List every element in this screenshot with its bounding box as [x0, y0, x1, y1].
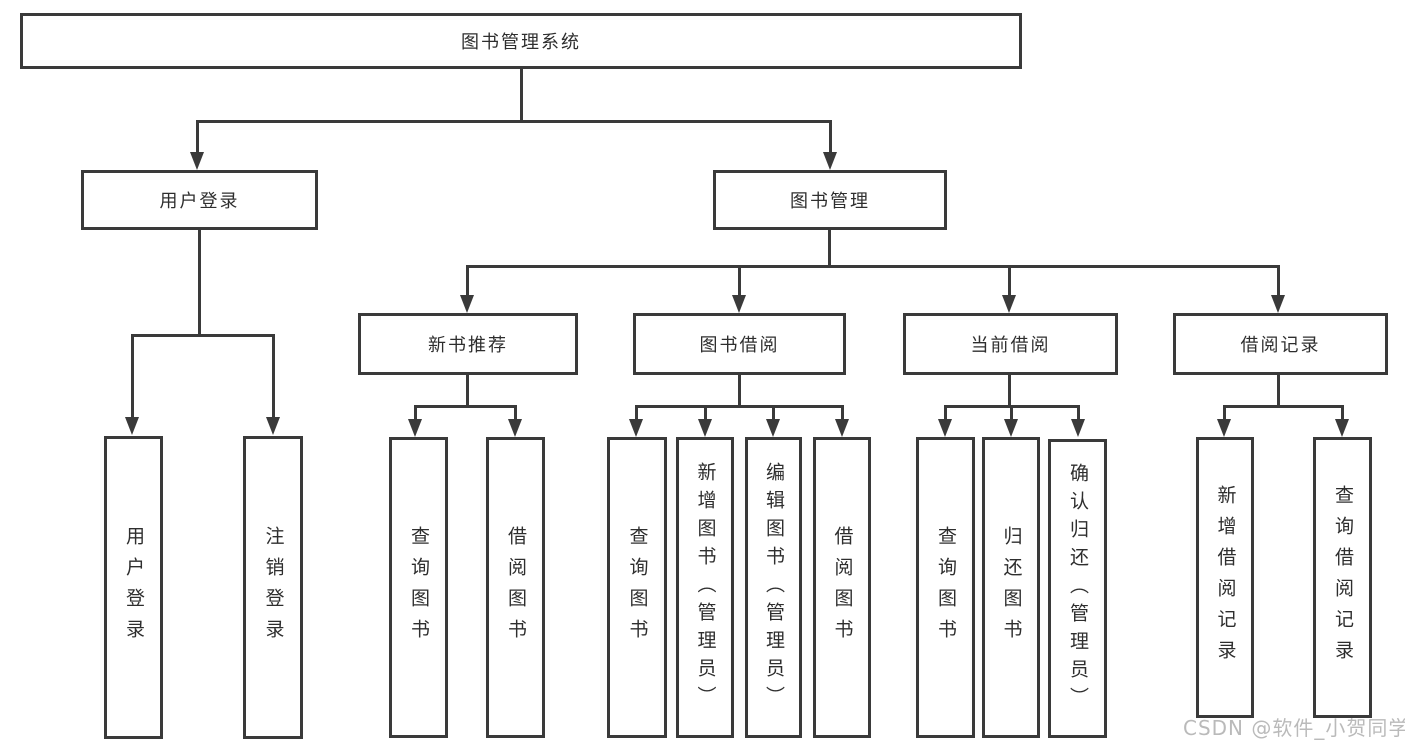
- leaf-bb-borrow-books: 借阅图书: [813, 437, 871, 738]
- arrowhead-user-login: [190, 152, 204, 170]
- leaf-bb-add-books-admin: 新增图书（管理员）: [676, 437, 734, 738]
- connector-br-stub: [1277, 375, 1280, 406]
- connector-bb-stub: [738, 375, 741, 406]
- connector-drop-nbr-query: [414, 405, 417, 420]
- arrowhead-current-borrow: [1002, 295, 1016, 313]
- arrowhead-bb-borrow: [835, 419, 849, 437]
- arrowhead-nbr-query: [408, 419, 422, 437]
- connector-drop-bb-borrow: [841, 405, 844, 420]
- csdn-watermark: CSDN @软件_小贺同学: [1183, 716, 1405, 740]
- arrowhead-br-query: [1335, 419, 1349, 437]
- leaf-bb-query-books: 查询图书: [607, 437, 667, 738]
- connector-drop-cb-return: [1010, 405, 1013, 420]
- arrowhead-login-leaf: [125, 417, 139, 435]
- arrowhead-book-borrow: [732, 295, 746, 313]
- connector-user-login-stub: [198, 230, 201, 335]
- connector-drop-cb-query: [944, 405, 947, 420]
- connector-drop-bb-edit: [772, 405, 775, 420]
- leaf-user-login: 用户登录: [104, 436, 163, 739]
- arrowhead-br-add: [1217, 419, 1231, 437]
- connector-drop-borrow-record: [1277, 265, 1280, 296]
- leaf-bb-edit-books-admin: 编辑图书（管理员）: [745, 437, 802, 738]
- arrowhead-borrow-record: [1271, 295, 1285, 313]
- connector-book-mgmt-stub: [828, 230, 831, 266]
- arrowhead-logout-leaf: [266, 417, 280, 435]
- connector-drop-user-login: [196, 120, 199, 153]
- connector-nbr-stub: [466, 375, 469, 406]
- arrowhead-nbr-borrow: [508, 419, 522, 437]
- connector-bb-hline: [635, 405, 844, 408]
- connector-level2-hline: [196, 120, 832, 123]
- arrowhead-bb-query: [629, 419, 643, 437]
- node-book-mgmt: 图书管理: [713, 170, 947, 230]
- node-book-borrow: 图书借阅: [633, 313, 846, 375]
- node-user-login: 用户登录: [81, 170, 318, 230]
- arrowhead-cb-return: [1004, 419, 1018, 437]
- arrowhead-new-book-rec: [460, 295, 474, 313]
- connector-drop-br-query: [1341, 405, 1344, 420]
- arrowhead-bb-edit: [766, 419, 780, 437]
- leaf-br-query-record: 查询借阅记录: [1313, 437, 1372, 718]
- connector-drop-nbr-borrow: [514, 405, 517, 420]
- node-borrow-record: 借阅记录: [1173, 313, 1388, 375]
- connector-drop-logout-leaf: [272, 334, 275, 417]
- connector-br-hline: [1223, 405, 1344, 408]
- connector-drop-book-borrow: [738, 265, 741, 296]
- node-root-system: 图书管理系统: [20, 13, 1022, 69]
- connector-root-stub: [520, 69, 523, 121]
- connector-drop-cb-confirm: [1077, 405, 1080, 420]
- arrowhead-bb-add: [698, 419, 712, 437]
- connector-drop-new-book-rec: [466, 265, 469, 296]
- connector-level3-hline: [466, 265, 1280, 268]
- connector-nbr-hline: [414, 405, 517, 408]
- node-current-borrow: 当前借阅: [903, 313, 1118, 375]
- connector-cb-stub: [1008, 375, 1011, 406]
- leaf-cb-query-books: 查询图书: [916, 437, 975, 738]
- connector-drop-bb-query: [635, 405, 638, 420]
- connector-drop-book-mgmt: [829, 120, 832, 153]
- arrowhead-cb-confirm: [1071, 419, 1085, 437]
- connector-drop-current-borrow: [1008, 265, 1011, 296]
- leaf-nbr-borrow-books: 借阅图书: [486, 437, 545, 738]
- connector-drop-login-leaf: [131, 334, 134, 417]
- leaf-nbr-query-books: 查询图书: [389, 437, 448, 738]
- connector-drop-br-add: [1223, 405, 1226, 420]
- arrowhead-cb-query: [938, 419, 952, 437]
- leaf-cb-return-books: 归还图书: [982, 437, 1040, 738]
- leaf-logout: 注销登录: [243, 436, 303, 739]
- connector-drop-bb-add: [704, 405, 707, 420]
- arrowhead-book-mgmt: [823, 152, 837, 170]
- node-new-book-rec: 新书推荐: [358, 313, 578, 375]
- leaf-cb-confirm-return-admin: 确认归还（管理员）: [1048, 439, 1107, 738]
- connector-user-login-hline: [131, 334, 275, 337]
- leaf-br-add-record: 新增借阅记录: [1196, 437, 1254, 718]
